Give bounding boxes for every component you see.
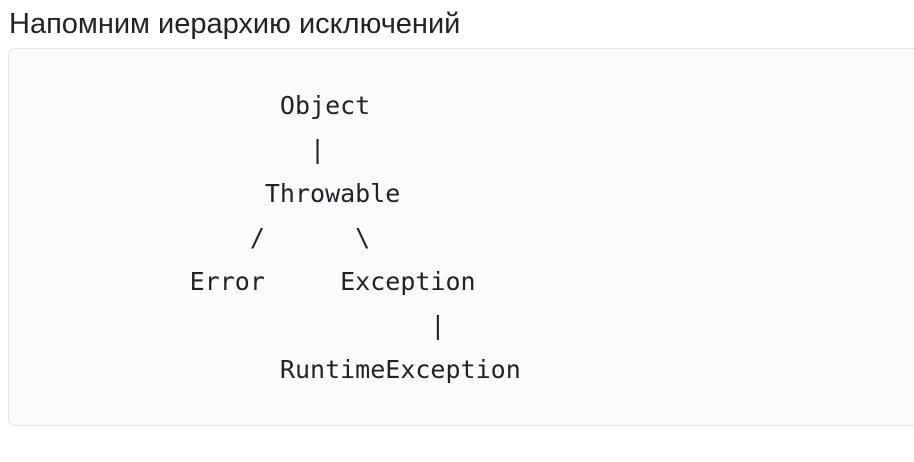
- section-heading: Напомним иерархию исключений: [9, 8, 461, 40]
- code-line-object: Object: [9, 91, 371, 120]
- code-line-connector-2: |: [9, 311, 446, 340]
- code-line-runtime-exception: RuntimeException: [9, 355, 521, 384]
- code-line-error-exception: Error Exception: [9, 267, 476, 296]
- code-block: Object | Throwable / \ Error Exception |…: [8, 48, 914, 426]
- code-line-connector: |: [9, 135, 326, 164]
- code-line-branches: / \: [9, 223, 371, 252]
- code-line-throwable: Throwable: [9, 179, 401, 208]
